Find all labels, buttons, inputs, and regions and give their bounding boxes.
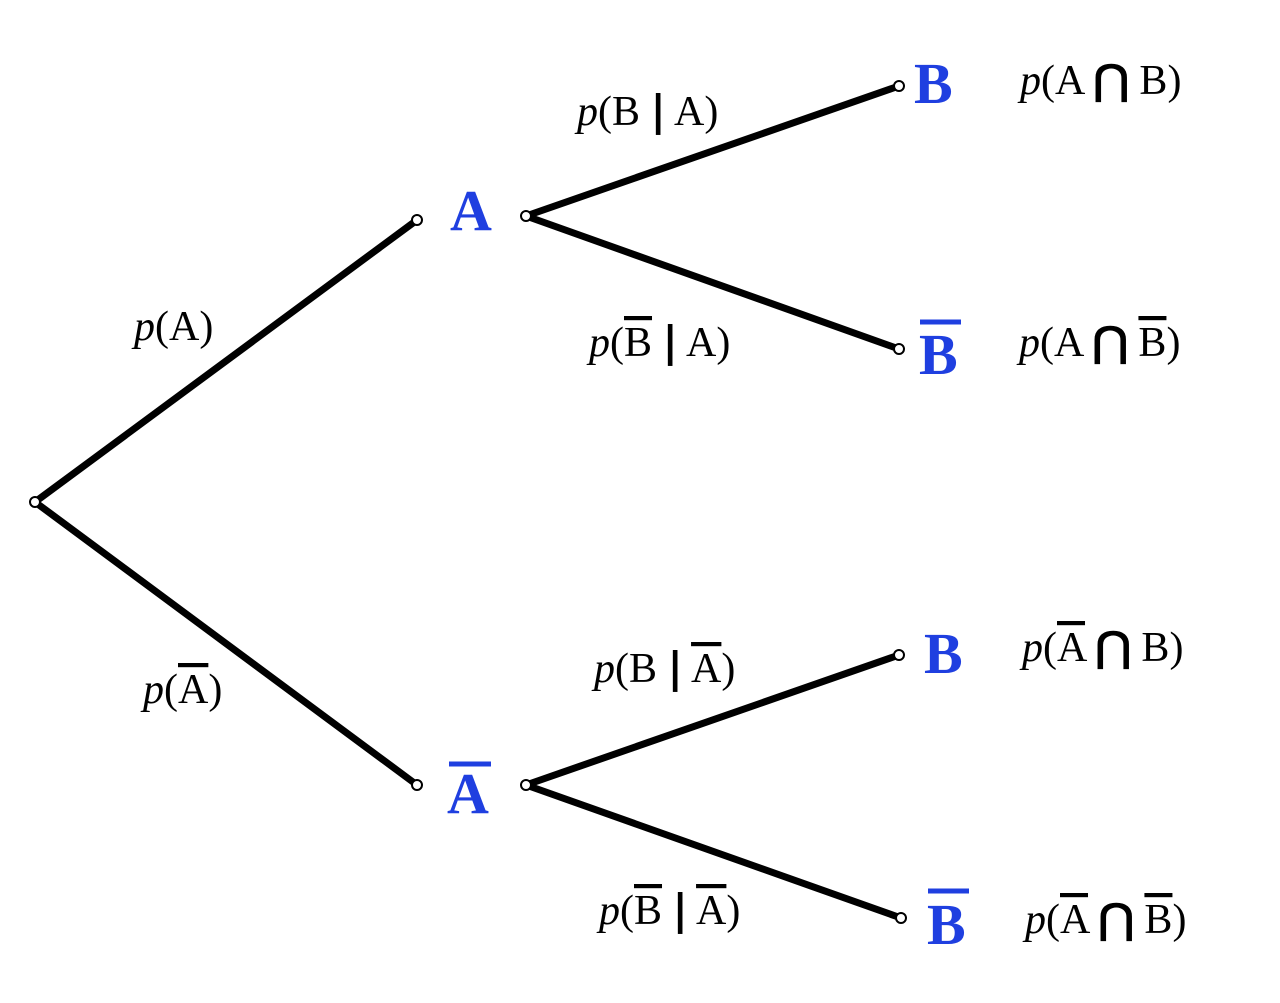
event-notB-upper-letter: B bbox=[919, 322, 958, 387]
label-p-notA: p(A) bbox=[140, 667, 222, 713]
branch-notA-to-notB bbox=[522, 781, 905, 922]
A-out-dot bbox=[520, 210, 532, 222]
outcome-A-and-notB: p(A ⋂ B) bbox=[1016, 317, 1180, 366]
outcome-notA-and-B: p(A ⋂ B) bbox=[1019, 622, 1183, 671]
branch-root-to-notA bbox=[31, 498, 421, 789]
event-notA: A bbox=[447, 761, 491, 826]
branch-root-to-A bbox=[31, 216, 421, 506]
label-p-B-given-notA: p(B | A) bbox=[591, 643, 735, 692]
branch-A-to-B bbox=[522, 82, 903, 220]
label-p-B-given-A: p(B | A) bbox=[574, 86, 718, 135]
event-notB-lower: B bbox=[927, 888, 969, 957]
branch-probability-labels: p(A) p(A) p(B | A) p(B | A) p(B | A) p(B… bbox=[131, 86, 740, 934]
branch-A-to-notB bbox=[522, 212, 903, 353]
notA-in-dot bbox=[411, 779, 423, 791]
branches bbox=[31, 82, 905, 922]
notB2-dot bbox=[895, 912, 907, 924]
B2-dot bbox=[893, 649, 905, 661]
label-p-notB-given-notA: p(B | A) bbox=[596, 885, 740, 934]
outcome-probability-labels: p(A ⋂ B) p(A ⋂ B) p(A ⋂ B) p(A ⋂ B) bbox=[1016, 55, 1186, 943]
outcome-notA-and-notB: p(A ⋂ B) bbox=[1022, 894, 1186, 943]
label-p-notB-given-A: p(B | A) bbox=[586, 317, 730, 366]
notA-out-dot bbox=[520, 779, 532, 791]
node-dots bbox=[29, 80, 907, 924]
root-dot bbox=[29, 496, 41, 508]
A-in-dot bbox=[411, 214, 423, 226]
event-B-upper: B bbox=[914, 51, 953, 116]
event-B-lower: B bbox=[924, 621, 963, 686]
event-notB-upper: B bbox=[919, 319, 961, 387]
event-notA-letter: A bbox=[447, 761, 489, 826]
event-A: A bbox=[450, 178, 492, 243]
event-labels: A A B B B B bbox=[447, 51, 969, 957]
notB1-dot bbox=[893, 343, 905, 355]
branch-notA-to-B bbox=[522, 651, 903, 789]
outcome-A-and-B: p(A ⋂ B) bbox=[1017, 55, 1181, 104]
label-p-A: p(A) bbox=[131, 304, 213, 350]
event-notB-lower-letter: B bbox=[927, 892, 966, 957]
B1-dot bbox=[893, 80, 905, 92]
